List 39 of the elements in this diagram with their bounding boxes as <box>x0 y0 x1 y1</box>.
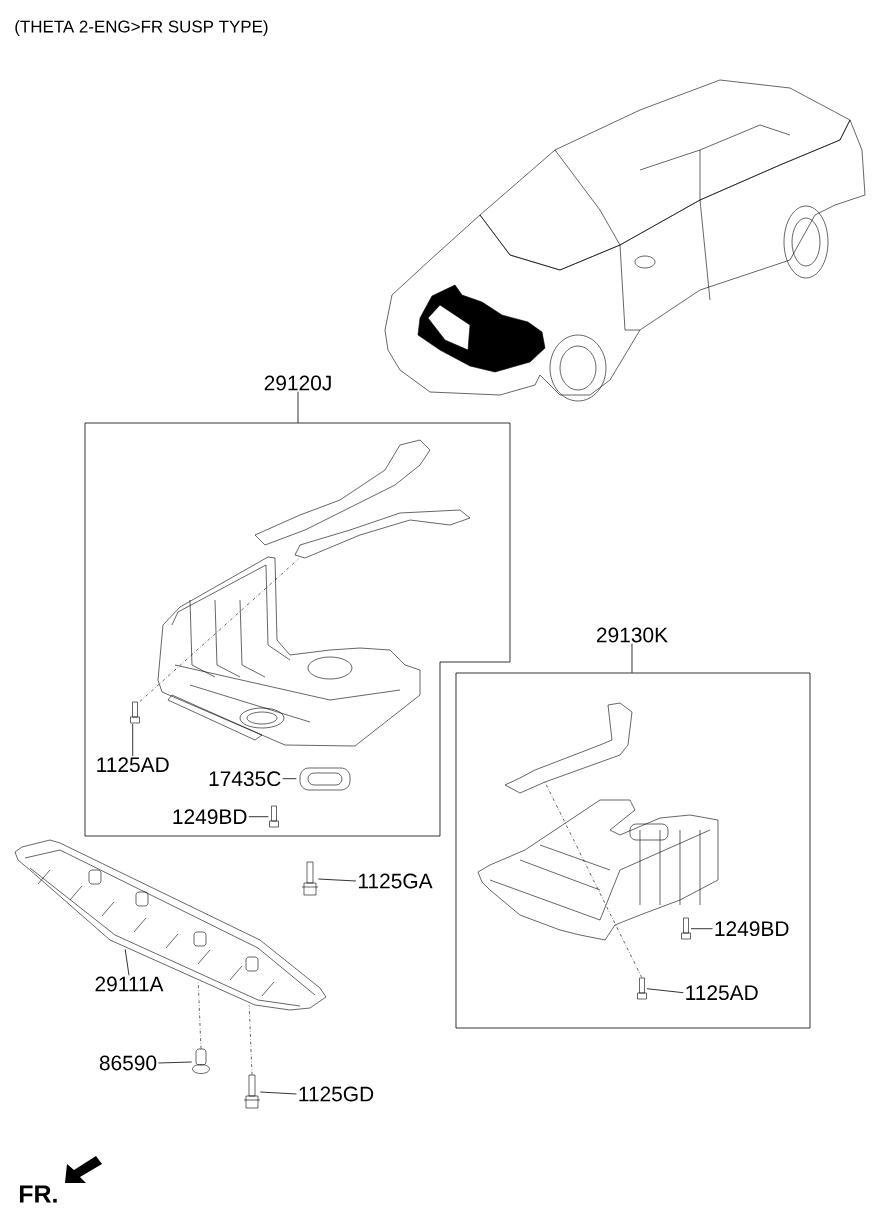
part-number: 1249BD <box>715 921 789 937</box>
leader-line <box>132 723 134 757</box>
screw-drawing <box>269 805 279 828</box>
screw-drawing <box>681 917 691 940</box>
part-number: 29120J <box>264 375 331 391</box>
direction-label: FR. <box>19 1185 57 1203</box>
part-number: 1125GD <box>299 1086 374 1102</box>
front-cover-drawing <box>14 839 327 1011</box>
grommet-drawing <box>299 767 351 791</box>
part-number: 29111A <box>95 976 164 992</box>
leader-line <box>259 1091 297 1095</box>
leader-line <box>317 878 357 882</box>
leader-line <box>646 988 684 994</box>
leader-line <box>690 928 713 930</box>
leader-line <box>282 778 297 780</box>
title: (THETA 2-ENG>FR SUSP TYPE) <box>15 20 268 36</box>
part-number: 1125AD <box>686 985 758 1001</box>
clip-drawing <box>192 1048 210 1074</box>
part-number: 29130K <box>597 627 668 643</box>
leader-line <box>124 948 130 976</box>
part-number: 1125GA <box>359 873 433 889</box>
leader-line <box>248 816 269 818</box>
group-frame <box>84 422 511 837</box>
under-cover-drawing <box>157 439 471 747</box>
leader-line <box>248 1005 253 1075</box>
leader-line <box>631 643 633 674</box>
leader-line <box>297 391 299 424</box>
bolt-drawing <box>301 861 319 896</box>
screw-drawing <box>637 977 647 1000</box>
part-number: 17435C <box>209 771 281 787</box>
leader-line <box>158 1061 193 1064</box>
leader-line <box>139 558 299 702</box>
leader-line <box>544 781 642 978</box>
bolt-drawing <box>243 1074 261 1109</box>
screw-drawing <box>130 701 140 724</box>
part-number: 1125AD <box>97 757 169 773</box>
part-number: 1249BD <box>173 809 247 825</box>
group-frame <box>455 672 811 1029</box>
part-number: 86590 <box>99 1055 157 1071</box>
